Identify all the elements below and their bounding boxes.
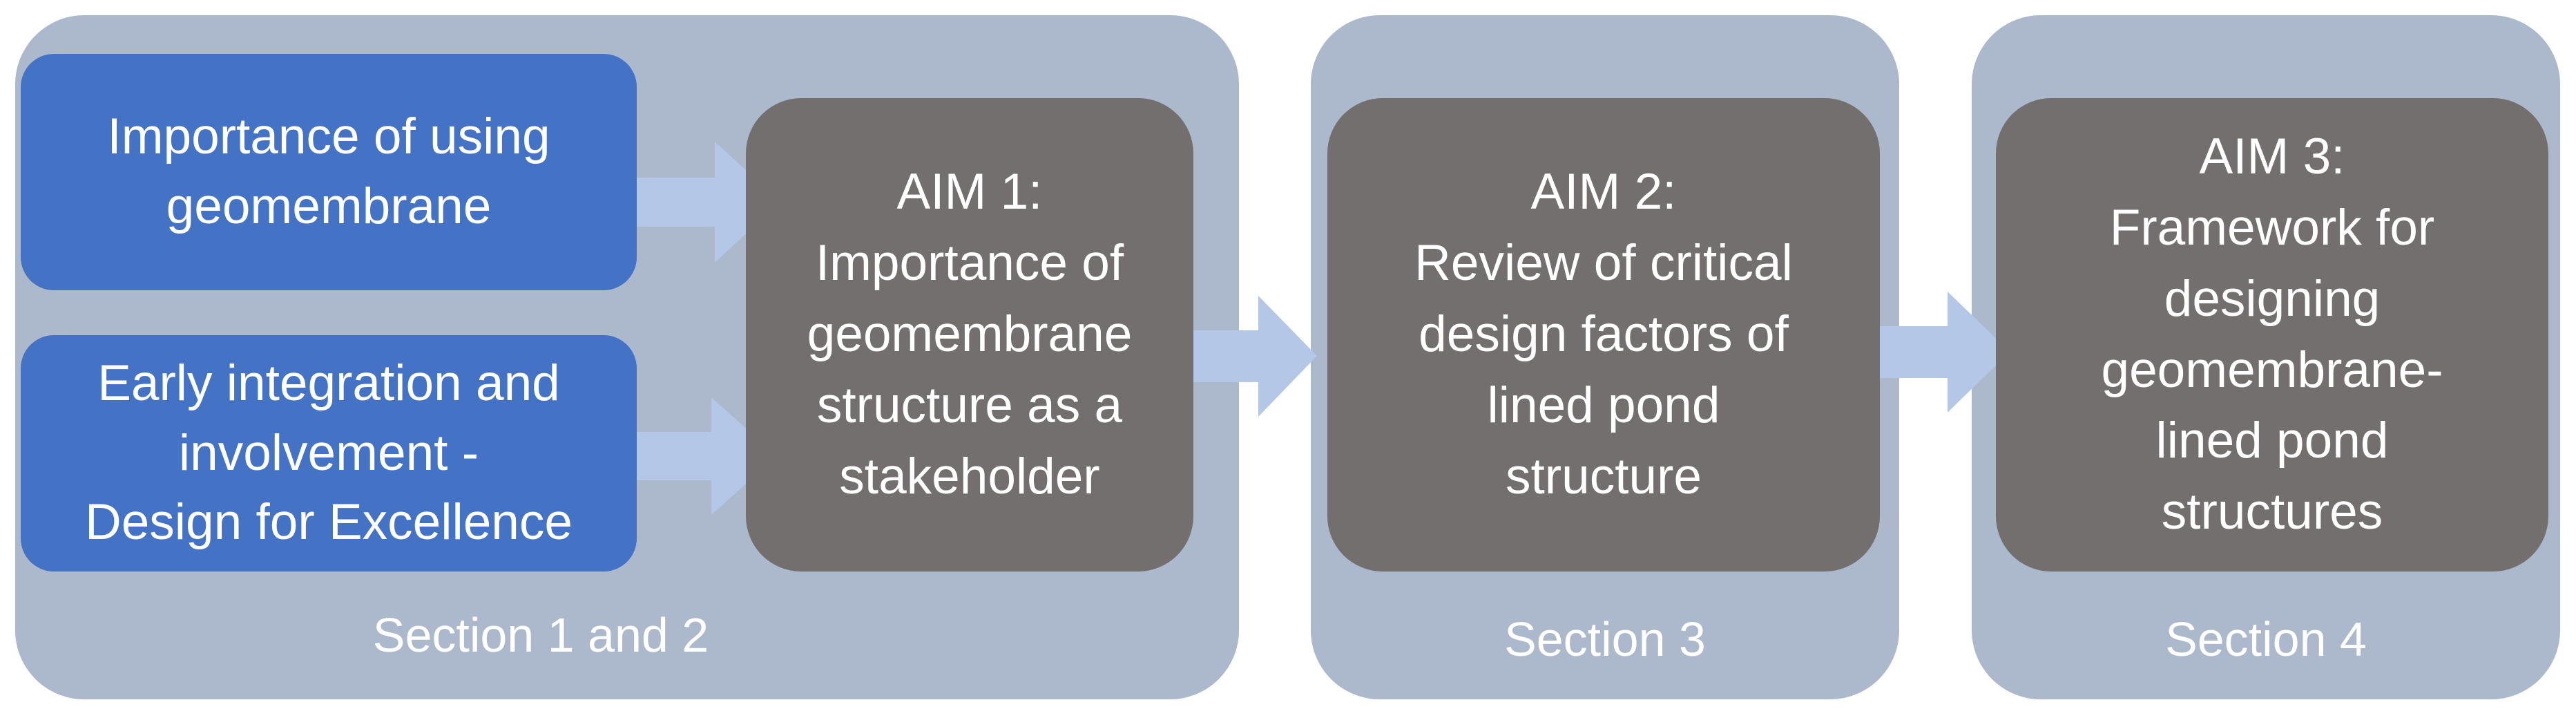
aim-1-line-5: stakeholder (839, 448, 1100, 504)
arrow-aim-1-to-aim-2 (1189, 296, 1317, 417)
aim-3-line-2: Framework for (2109, 199, 2435, 256)
input-box-early-integration: Early integration and involvement - Desi… (21, 335, 637, 571)
aim-1-line-3: geomembrane (807, 306, 1133, 363)
aim-2-text: AIM 2: Review of critical design factors… (1414, 157, 1793, 513)
aim-2-line-4: lined pond (1487, 377, 1720, 433)
aim-1-line-2: Importance of (815, 235, 1124, 292)
section-4-label: Section 4 (2165, 612, 2367, 666)
aim-3-text: AIM 3: Framework for designing geomembra… (2101, 122, 2443, 549)
arrow-input-1-to-aim-1 (608, 142, 780, 263)
aim-1-line-1: AIM 1: (896, 164, 1043, 220)
aim-2-line-3: design factors of (1419, 306, 1789, 363)
input-2-line-3: Design for Excellence (84, 494, 573, 551)
input-box-2-text: Early integration and involvement - Desi… (85, 349, 573, 558)
section-3-label: Section 3 (1504, 612, 1706, 666)
arrow-input-2-to-aim-1 (604, 397, 777, 515)
input-1-line-2: geomembrane (166, 178, 492, 234)
aim-2-line-1: AIM 2: (1530, 164, 1677, 220)
input-2-line-2: involvement - (178, 424, 479, 481)
input-box-1-text: Importance of using geomembrane (107, 102, 550, 241)
input-2-line-1: Early integration and (97, 355, 560, 411)
section-1-and-2-label: Section 1 and 2 (372, 608, 709, 662)
aim-3-line-5: lined pond (2155, 413, 2389, 469)
aim-3-box: AIM 3: Framework for designing geomembra… (1996, 98, 2548, 571)
input-1-line-1: Importance of using (107, 108, 550, 165)
arrow-aim-2-to-aim-3 (1875, 292, 2010, 413)
aim-1-line-4: structure as a (816, 377, 1123, 433)
aim-2-box: AIM 2: Review of critical design factors… (1327, 98, 1880, 571)
aim-3-line-3: designing (2164, 270, 2381, 327)
aim-3-line-4: geomembrane- (2101, 341, 2443, 398)
aim-3-line-1: AIM 3: (2199, 128, 2345, 185)
aim-1-box: AIM 1: Importance of geomembrane structu… (746, 98, 1193, 571)
aim-2-line-5: structure (1506, 448, 1702, 504)
aim-3-line-6: structures (2161, 484, 2383, 540)
aim-1-text: AIM 1: Importance of geomembrane structu… (807, 157, 1133, 513)
aim-2-line-2: Review of critical (1414, 235, 1793, 292)
input-box-importance-of-geomembrane: Importance of using geomembrane (21, 54, 637, 290)
